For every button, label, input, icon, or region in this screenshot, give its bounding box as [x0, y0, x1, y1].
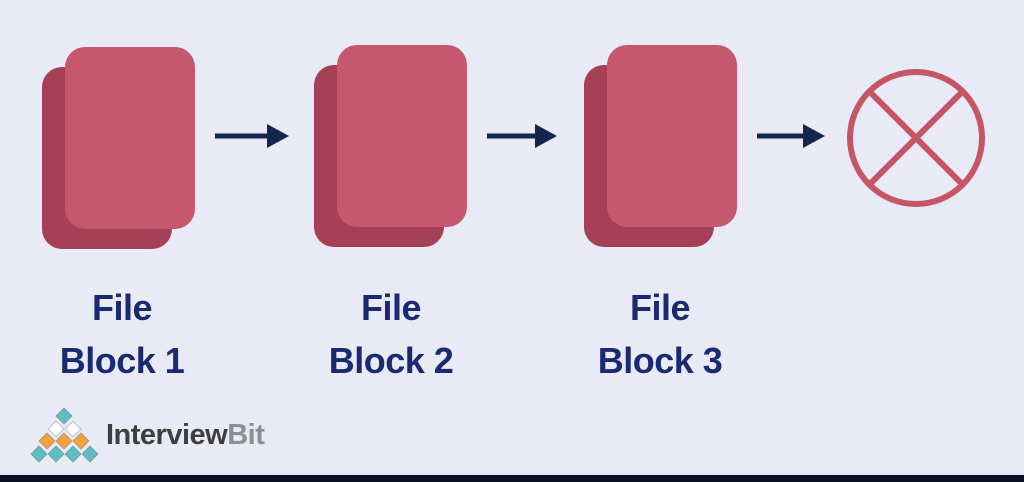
logo-pyramid-icon: [30, 407, 98, 462]
arrow-right-icon: [757, 124, 825, 148]
logo-text-secondary: Bit: [227, 418, 265, 451]
label-line1: File: [629, 287, 691, 328]
file-block-front-page: [607, 45, 737, 227]
label-line2: Block 1: [59, 340, 185, 381]
file-block-2-label: File Block 2: [281, 281, 501, 387]
file-block-3-icon: [584, 45, 740, 249]
crossed-circle-icon: [847, 69, 985, 207]
label-line1: File: [91, 287, 153, 328]
arrow-right-icon: [215, 124, 289, 148]
label-line1: File: [360, 287, 422, 328]
arrow-right-icon: [487, 124, 557, 148]
footer-bar: [0, 475, 1024, 482]
label-line2: Block 3: [597, 340, 723, 381]
file-block-1-label: File Block 1: [12, 281, 232, 387]
logo-text-primary: Interview: [106, 418, 228, 451]
file-block-3-label: File Block 3: [550, 281, 770, 387]
file-block-front-page: [337, 45, 467, 227]
logo-text: InterviewBit: [106, 418, 265, 452]
file-block-2-icon: [314, 45, 470, 249]
file-block-1-icon: [42, 47, 198, 251]
interviewbit-logo: InterviewBit: [30, 407, 265, 463]
label-line2: Block 2: [328, 340, 454, 381]
file-block-front-page: [65, 47, 195, 229]
logo-diamond: [81, 445, 98, 462]
